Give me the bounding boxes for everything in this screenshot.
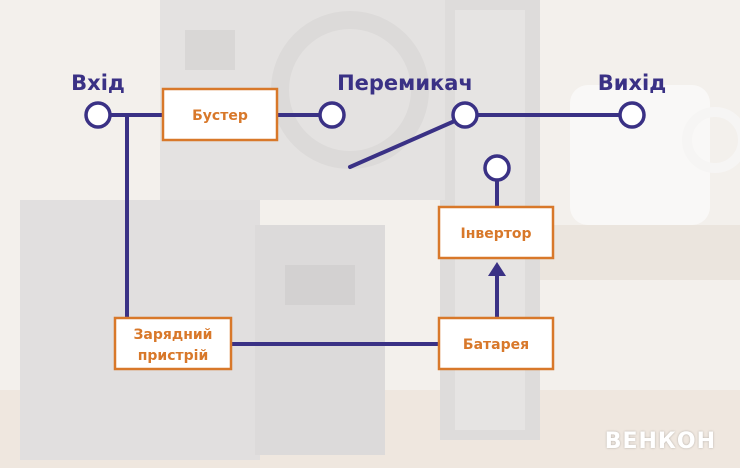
input-terminal <box>84 101 112 129</box>
switch-lever <box>348 118 459 169</box>
arrow-battery-to-inverter <box>488 262 506 276</box>
inverter-label: Інвертор <box>460 226 531 242</box>
charger-label-line1: Зарядний <box>133 327 212 343</box>
battery-label: Батарея <box>463 337 529 353</box>
input-label: Вхід <box>71 71 125 95</box>
battery-box <box>437 316 555 371</box>
terminals <box>84 101 646 182</box>
charger-label-line2: пристрій <box>138 348 209 364</box>
output-terminal <box>618 101 646 129</box>
booster-box <box>161 87 279 142</box>
output-label: Вихід <box>598 71 666 95</box>
inverter-box <box>437 205 555 260</box>
brand-logo: ВЕНКОН <box>604 429 716 454</box>
charger-box <box>113 316 233 371</box>
booster-label: Бустер <box>192 108 248 124</box>
switch-contact-inverter <box>483 154 511 182</box>
switch-label: Перемикач <box>337 71 473 95</box>
boxes <box>113 87 555 371</box>
switch-contact-pivot <box>451 101 479 129</box>
wiring <box>108 113 622 346</box>
switch-contact-booster <box>318 101 346 129</box>
